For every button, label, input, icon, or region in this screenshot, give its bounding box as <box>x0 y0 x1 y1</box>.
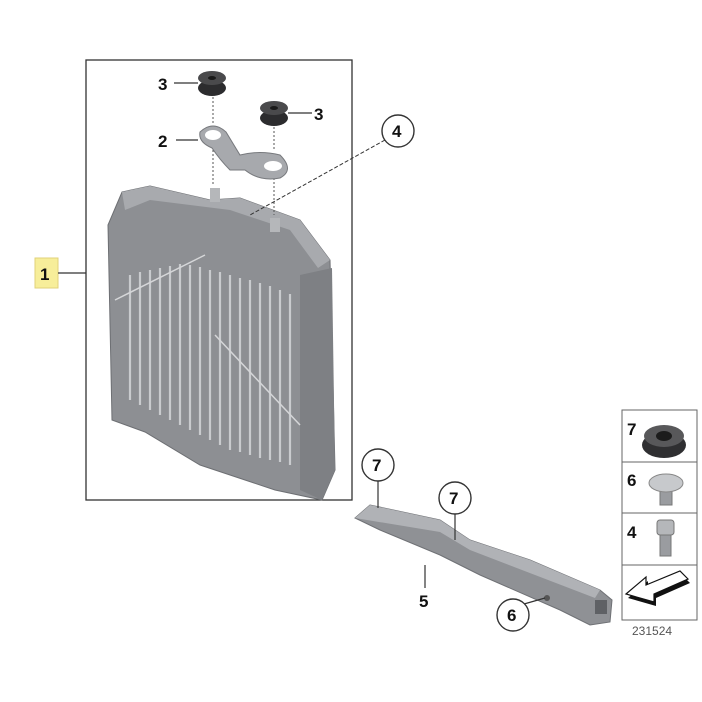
legend-item-bolt[interactable]: 6 <box>627 471 684 506</box>
callout-4[interactable]: 4 <box>249 114 415 216</box>
callout-1[interactable]: 1 <box>34 257 86 289</box>
callout-7-top-label: 7 <box>372 456 381 475</box>
nut-icon <box>642 425 686 458</box>
parts-legend: 7 6 4 <box>621 409 698 621</box>
callout-4-label: 4 <box>392 122 402 141</box>
legend-item-screw[interactable]: 4 <box>627 519 675 557</box>
screw-icon <box>656 519 675 557</box>
callout-3-right-label: 3 <box>314 105 323 124</box>
assembly-frame <box>85 59 353 501</box>
mounting-bracket <box>199 125 288 180</box>
callout-6-label: 6 <box>507 606 516 625</box>
diagram-number: 231524 <box>632 624 672 638</box>
callout-3-right[interactable]: 3 <box>288 105 323 124</box>
bolt-icon <box>648 473 684 506</box>
callout-3-left-label: 3 <box>158 75 167 94</box>
callout-2-label: 2 <box>158 132 167 151</box>
callout-5-label: 5 <box>419 592 428 611</box>
carrier-bracket <box>354 504 613 626</box>
grommet-right <box>260 101 288 126</box>
legend-screw-label: 4 <box>627 523 637 542</box>
callout-7-top[interactable]: 7 <box>361 448 395 508</box>
callout-6[interactable]: 6 <box>496 597 546 632</box>
callout-7-mid-label: 7 <box>449 489 458 508</box>
legend-nut-label: 7 <box>627 420 636 439</box>
callout-1-label: 1 <box>40 265 49 284</box>
radiator-illustration <box>107 185 336 501</box>
legend-bolt-label: 6 <box>627 471 636 490</box>
grommet-left <box>198 71 226 96</box>
callout-5[interactable]: 5 <box>419 565 428 611</box>
callout-3-left[interactable]: 3 <box>158 75 198 94</box>
direction-arrow-icon <box>624 570 690 606</box>
callout-7-mid[interactable]: 7 <box>438 481 472 540</box>
legend-item-nut[interactable]: 7 <box>627 420 686 458</box>
callout-2[interactable]: 2 <box>158 132 198 151</box>
